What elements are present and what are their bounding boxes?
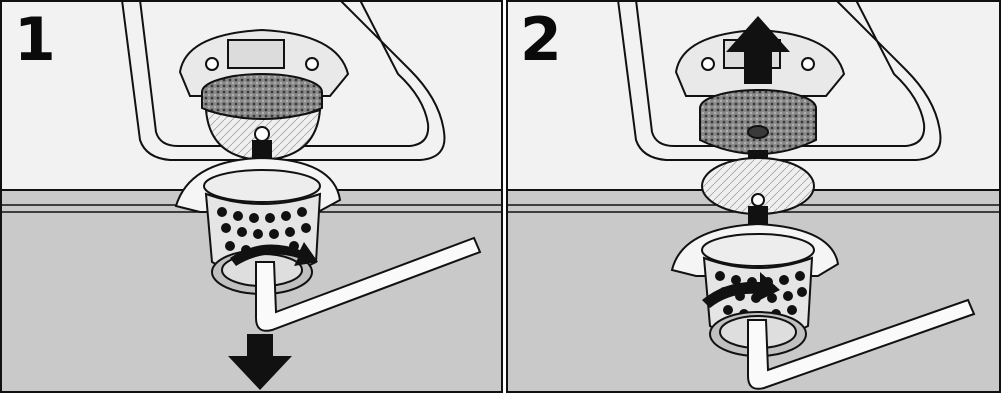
fine-filter-icon — [702, 158, 814, 214]
step-number-2: 2 — [520, 10, 560, 70]
panel-step-2: 2 — [506, 0, 1001, 393]
panel-step-1: 1 — [0, 0, 503, 393]
coarse-filter-icon — [700, 90, 816, 154]
panel-2-drawing — [506, 0, 1001, 393]
panel-1-drawing — [0, 0, 503, 393]
step-number-1: 1 — [14, 10, 54, 70]
